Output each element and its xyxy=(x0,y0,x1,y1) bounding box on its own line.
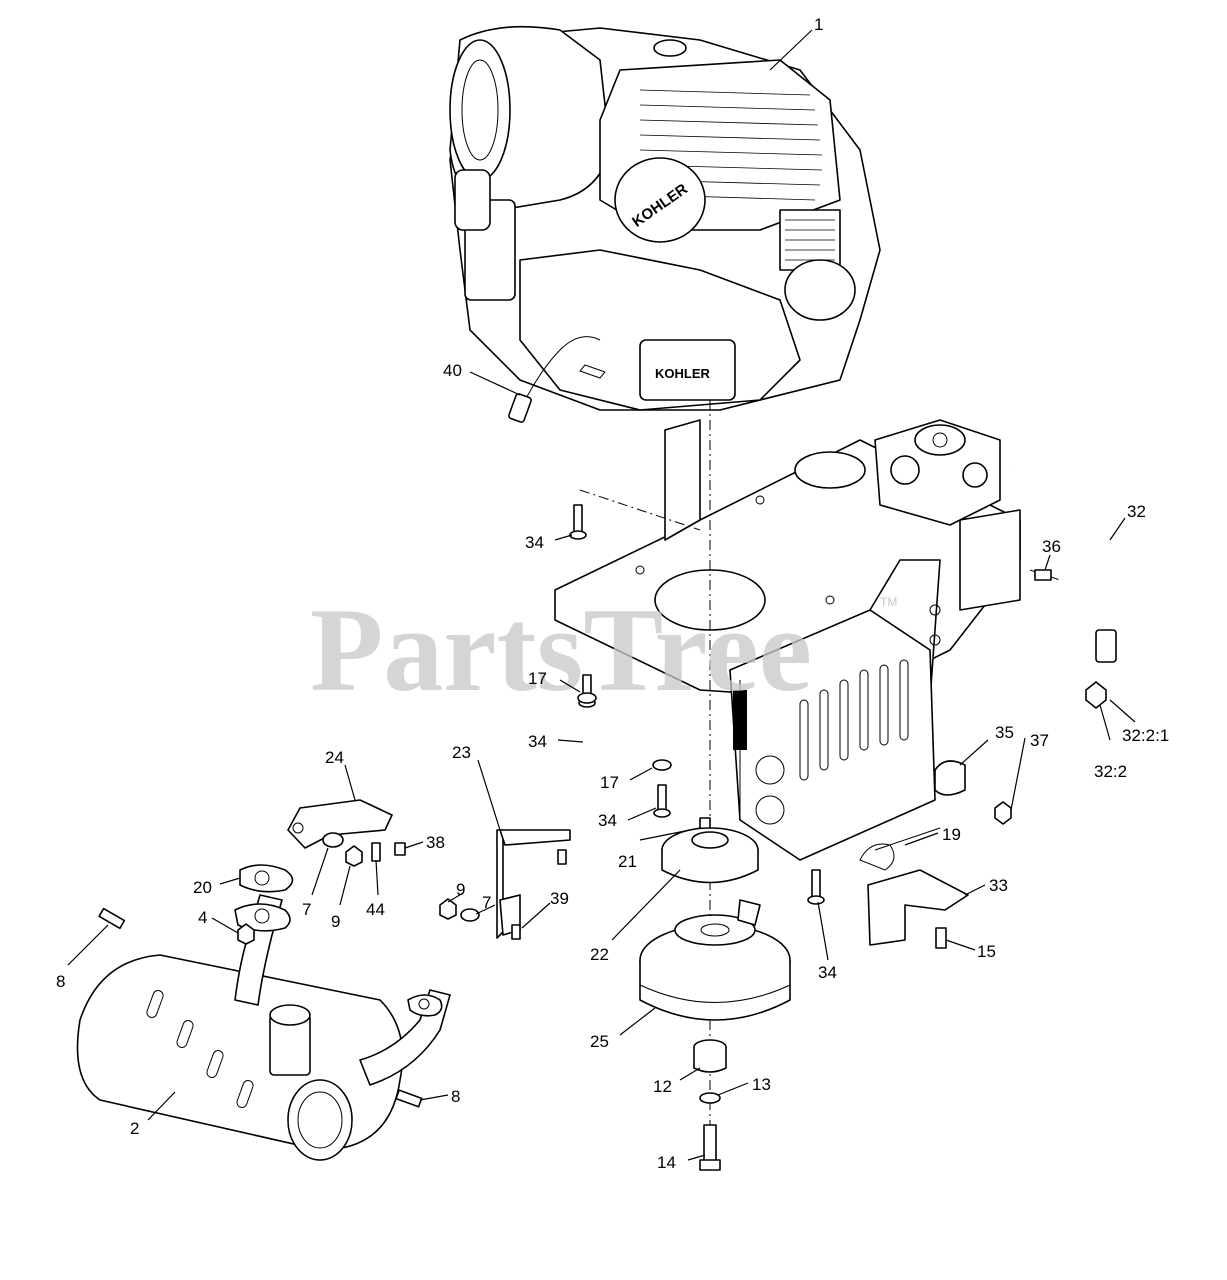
callout-14[interactable]: 14 xyxy=(657,1153,676,1172)
callout-12[interactable]: 12 xyxy=(653,1077,672,1096)
callout-35[interactable]: 35 xyxy=(995,723,1014,742)
callout-36[interactable]: 36 xyxy=(1042,537,1061,556)
watermark-text: PartsTree xyxy=(310,583,812,716)
callout-38[interactable]: 38 xyxy=(426,833,445,852)
callout-9[interactable]: 9 xyxy=(331,912,340,931)
callout-9[interactable]: 9 xyxy=(456,880,465,899)
callout-22[interactable]: 22 xyxy=(590,945,609,964)
callout-8[interactable]: 8 xyxy=(56,972,65,991)
callout-4[interactable]: 4 xyxy=(198,908,207,927)
callout-8[interactable]: 8 xyxy=(451,1087,460,1106)
callout-21[interactable]: 21 xyxy=(618,852,637,871)
callout-15[interactable]: 15 xyxy=(977,942,996,961)
callout-7[interactable]: 7 xyxy=(302,900,311,919)
valve-cover-label: KOHLER xyxy=(655,366,711,381)
bracket-33[interactable] xyxy=(859,827,969,949)
callout-7[interactable]: 7 xyxy=(482,893,491,912)
leader-lines xyxy=(67,29,1136,1161)
guard-box[interactable] xyxy=(729,609,936,861)
callout-20[interactable]: 20 xyxy=(193,878,212,897)
callout-34[interactable]: 34 xyxy=(528,732,547,751)
spacer-stack[interactable] xyxy=(693,1039,727,1171)
callout-39[interactable]: 39 xyxy=(550,889,569,908)
watermark: PartsTree TM xyxy=(310,583,897,716)
bracket-24[interactable] xyxy=(98,799,480,1108)
callout-34[interactable]: 34 xyxy=(525,533,544,552)
callout-44[interactable]: 44 xyxy=(366,900,385,919)
hardware[interactable] xyxy=(569,504,1052,905)
watermark-tm: TM xyxy=(880,595,897,609)
callout-labels: 1 40 34 32 36 17 34 17 34 35 37 32:2:1 3… xyxy=(56,15,1169,1172)
hydraulic-hose[interactable] xyxy=(1013,460,1120,709)
callout-19[interactable]: 19 xyxy=(942,825,961,844)
callout-32[interactable]: 32 xyxy=(1127,502,1146,521)
callout-32-2[interactable]: 32:2 xyxy=(1094,762,1127,781)
callout-37[interactable]: 37 xyxy=(1030,731,1049,750)
hydraulic-pump[interactable] xyxy=(874,419,1001,526)
callout-13[interactable]: 13 xyxy=(752,1075,771,1094)
callout-24[interactable]: 24 xyxy=(325,748,344,767)
muffler[interactable] xyxy=(76,864,451,1161)
spark-plug-wire[interactable] xyxy=(508,336,606,423)
callout-32-2-1[interactable]: 32:2:1 xyxy=(1122,726,1169,745)
callout-23[interactable]: 23 xyxy=(452,743,471,762)
callout-17[interactable]: 17 xyxy=(528,669,547,688)
callout-2[interactable]: 2 xyxy=(130,1119,139,1138)
callout-33[interactable]: 33 xyxy=(989,876,1008,895)
callout-34[interactable]: 34 xyxy=(598,811,617,830)
electric-clutch[interactable] xyxy=(639,899,791,1021)
engine-assembly[interactable]: KOHLER KOHLER xyxy=(449,25,881,411)
bracket-35[interactable] xyxy=(934,760,966,796)
callout-25[interactable]: 25 xyxy=(590,1032,609,1051)
callout-40[interactable]: 40 xyxy=(443,361,462,380)
bracket-23[interactable] xyxy=(496,829,571,940)
callout-1[interactable]: 1 xyxy=(814,15,823,34)
callout-34[interactable]: 34 xyxy=(818,963,837,982)
pulley[interactable] xyxy=(661,827,759,884)
callout-17[interactable]: 17 xyxy=(600,773,619,792)
